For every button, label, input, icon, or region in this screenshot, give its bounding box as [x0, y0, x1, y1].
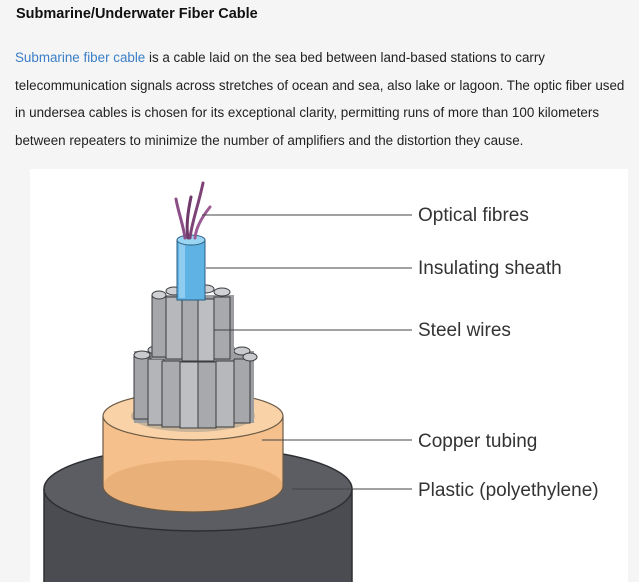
- label-optical-fibres: Optical fibres: [418, 205, 529, 226]
- article-title: Submarine/Underwater Fiber Cable: [16, 6, 258, 22]
- insulating-sheath: [176, 234, 206, 301]
- article-body-text: is a cable laid on the sea bed between l…: [15, 50, 625, 148]
- cable-cross-section-diagram: Optical fibres Insulating sheath Steel w…: [30, 169, 628, 582]
- label-copper-tubing: Copper tubing: [418, 431, 537, 452]
- article-intro: Submarine fiber cable is a cable laid on…: [15, 44, 627, 154]
- label-plastic: Plastic (polyethylene): [418, 480, 599, 501]
- submarine-fiber-cable-link[interactable]: Submarine fiber cable: [15, 50, 146, 65]
- label-insulating-sheath: Insulating sheath: [418, 258, 562, 279]
- label-leader-lines: [202, 214, 412, 490]
- optical-fibres: [174, 181, 212, 240]
- label-steel-wires: Steel wires: [418, 320, 511, 341]
